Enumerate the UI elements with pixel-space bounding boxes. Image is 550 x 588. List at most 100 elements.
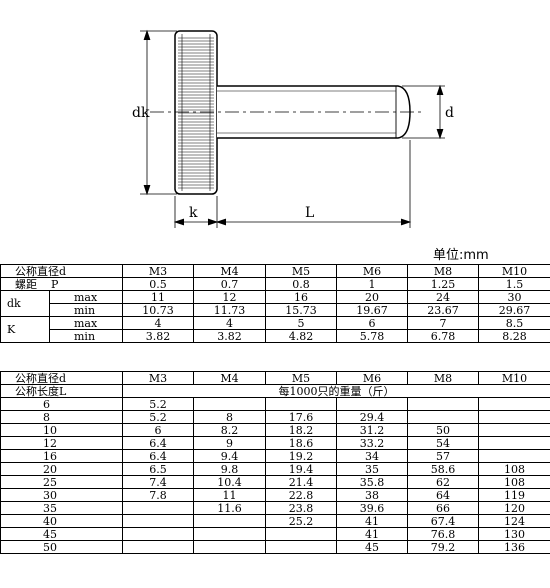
weight-cell bbox=[122, 501, 194, 515]
dimension-table: 公称直径d M3 M4 M5 M6 M8 M10 螺距 P 0.5 0.7 0.… bbox=[0, 264, 550, 343]
length-cell: 8 bbox=[0, 410, 123, 424]
size-cell: M3 bbox=[122, 264, 195, 278]
weight-cell: 7.4 bbox=[122, 475, 194, 489]
weight-cell: 11.6 bbox=[193, 501, 266, 515]
size-cell: M10 bbox=[478, 371, 550, 385]
dk-min-value: 10.73 bbox=[122, 303, 195, 317]
weight-cell: 50 bbox=[407, 423, 479, 437]
dk-min-value: 19.67 bbox=[336, 303, 409, 317]
size-cell: M10 bbox=[478, 264, 550, 278]
weight-cell: 62 bbox=[407, 475, 479, 489]
k-min-value: 3.82 bbox=[122, 329, 195, 343]
size-cell: M8 bbox=[407, 371, 479, 385]
k-max-value: 4 bbox=[193, 316, 267, 330]
weight-cell bbox=[193, 397, 266, 411]
weight-cell: 23.8 bbox=[265, 501, 337, 515]
weight-cell: 41 bbox=[336, 514, 408, 528]
weight-cell bbox=[265, 540, 337, 554]
weight-cell bbox=[478, 423, 550, 437]
weight-cell: 57 bbox=[407, 449, 479, 463]
dk-min-value: 23.67 bbox=[407, 303, 480, 317]
weight-cell: 9 bbox=[193, 436, 266, 450]
weight-subheader-row: 公称长度L 每1000只的重量（斤） bbox=[0, 384, 550, 398]
dk-max-value: 12 bbox=[193, 290, 267, 304]
unit-label: 单位:mm bbox=[433, 248, 489, 263]
dk-min-value: 29.67 bbox=[478, 303, 550, 317]
d-dimension bbox=[402, 84, 445, 140]
size-cell: M4 bbox=[193, 264, 267, 278]
weight-cell: 66 bbox=[407, 501, 479, 515]
weight-cell: 119 bbox=[478, 488, 550, 502]
size-cell: M8 bbox=[407, 264, 480, 278]
weight-cell bbox=[265, 397, 337, 411]
length-cell: 20 bbox=[0, 462, 123, 476]
size-cell: M5 bbox=[265, 371, 337, 385]
weight-cell: 108 bbox=[478, 462, 550, 476]
dk-label: dk bbox=[132, 105, 150, 121]
size-cell: M4 bbox=[193, 371, 266, 385]
min-label: min bbox=[48, 303, 124, 317]
weight-cell bbox=[193, 540, 266, 554]
weight-cell: 10.4 bbox=[193, 475, 266, 489]
k-min-value: 5.78 bbox=[336, 329, 409, 343]
weight-cell bbox=[122, 527, 194, 541]
weight-cell: 31.2 bbox=[336, 423, 408, 437]
min-label: min bbox=[48, 329, 124, 343]
size-cell: M3 bbox=[122, 371, 194, 385]
weight-cell bbox=[122, 514, 194, 528]
weight-cell bbox=[336, 397, 408, 411]
weight-cell: 17.6 bbox=[265, 410, 337, 424]
length-cell: 6 bbox=[0, 397, 123, 411]
weight-cell bbox=[478, 449, 550, 463]
size-cell: M5 bbox=[265, 264, 338, 278]
k-max-value: 5 bbox=[265, 316, 338, 330]
k-label: k bbox=[189, 205, 198, 221]
length-cell: 45 bbox=[0, 527, 123, 541]
weight-cell: 18.2 bbox=[265, 423, 337, 437]
weight-cell: 38 bbox=[336, 488, 408, 502]
weight-cell: 5.2 bbox=[122, 410, 194, 424]
weight-cell: 19.4 bbox=[265, 462, 337, 476]
length-cell: 10 bbox=[0, 423, 123, 437]
dk-max-value: 16 bbox=[265, 290, 338, 304]
l-label: L bbox=[305, 205, 314, 221]
weight-cell: 130 bbox=[478, 527, 550, 541]
weight-cell: 7.8 bbox=[122, 488, 194, 502]
weight-caption: 每1000只的重量（斤） bbox=[122, 384, 550, 398]
d-label: d bbox=[445, 105, 454, 121]
dk-min-value: 11.73 bbox=[193, 303, 267, 317]
pitch-name: 螺距 bbox=[15, 277, 37, 291]
pitch-symbol: P bbox=[51, 277, 59, 291]
k-max-row: K max 4 4 5 6 7 8.5 bbox=[0, 316, 550, 343]
weight-cell: 8 bbox=[193, 410, 266, 424]
pitch-value: 1 bbox=[336, 277, 409, 291]
length-cell: 50 bbox=[0, 540, 123, 554]
weight-cell: 9.8 bbox=[193, 462, 266, 476]
length-cell: 16 bbox=[0, 449, 123, 463]
knurled-head bbox=[174, 30, 218, 195]
weight-cell bbox=[265, 527, 337, 541]
size-header-row: 公称直径d M3 M4 M5 M6 M8 M10 bbox=[0, 264, 550, 278]
pitch-value: 0.8 bbox=[265, 277, 338, 291]
length-cell: 35 bbox=[0, 501, 123, 515]
weight-cell: 64 bbox=[407, 488, 479, 502]
weight-cell: 11 bbox=[193, 488, 266, 502]
weight-cell bbox=[407, 410, 479, 424]
dk-max-row: dk max 11 12 16 20 24 30 bbox=[0, 290, 550, 317]
weight-cell: 21.4 bbox=[265, 475, 337, 489]
weight-cell: 120 bbox=[478, 501, 550, 515]
max-label: max bbox=[48, 316, 124, 330]
dk-group-label: dk bbox=[0, 290, 50, 317]
weight-cell bbox=[193, 527, 266, 541]
nominal-diameter-label: 公称直径d bbox=[0, 264, 124, 278]
k-max-value: 6 bbox=[336, 316, 409, 330]
